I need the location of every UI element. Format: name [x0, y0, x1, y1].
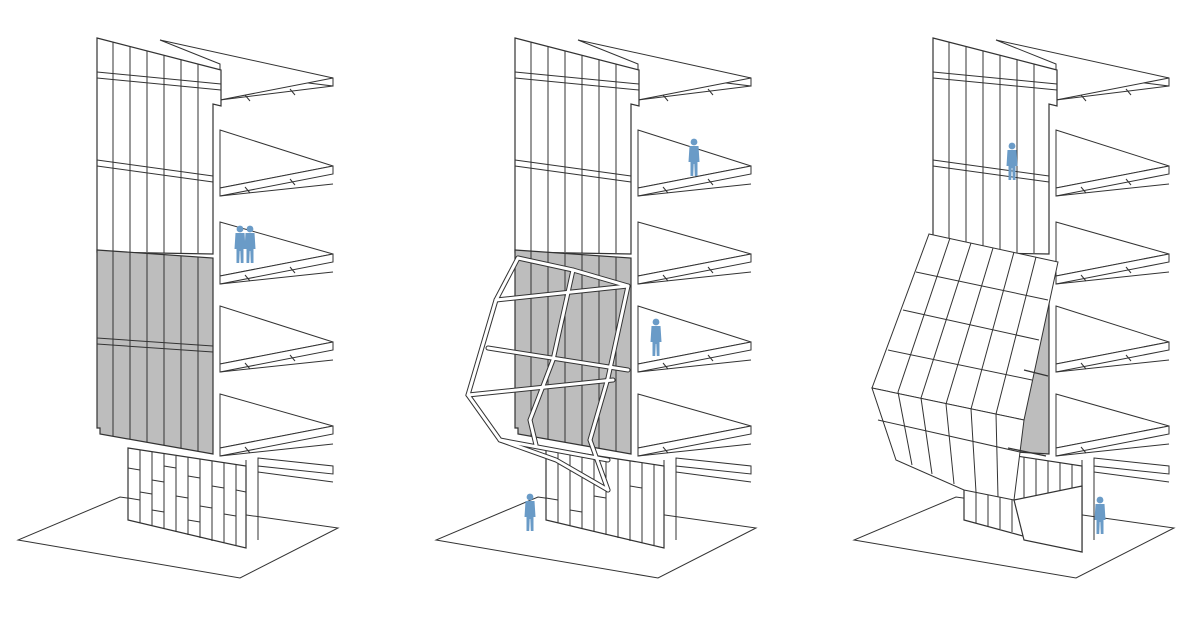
panel-open — [853, 37, 1175, 579]
frame-truss — [465, 255, 631, 493]
panel-frame — [435, 37, 757, 579]
open-panel — [871, 233, 1083, 553]
panel-closed — [17, 37, 339, 579]
